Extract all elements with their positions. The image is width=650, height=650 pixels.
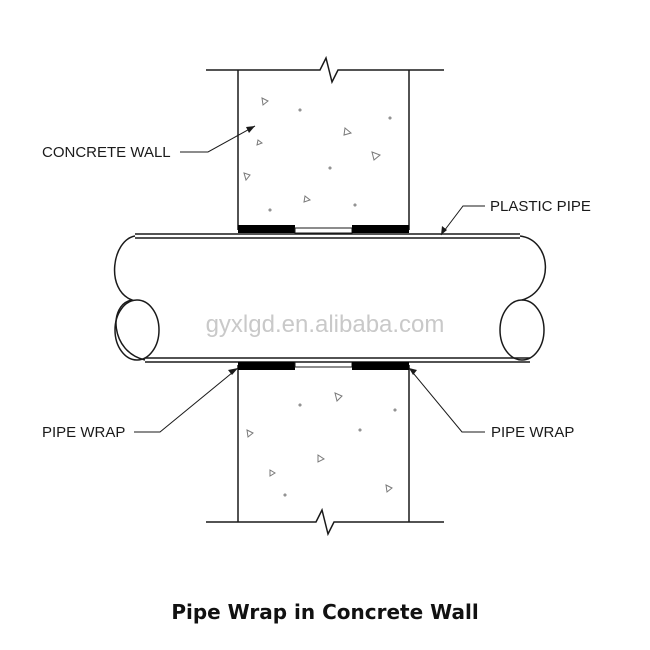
watermark-text: gyxlgd.en.alibaba.com [206,311,445,338]
pipe-wrap-right-label: PIPE WRAP [491,424,574,441]
plastic-pipe [113,233,547,363]
leader-arrowheads [228,126,447,375]
upper-concrete-wall [206,55,444,230]
concrete-wall-label: CONCRETE WALL [42,144,171,161]
pipe-wrap-bands [238,225,409,370]
leader-lines [134,125,485,433]
pipe-wrap-left-label: PIPE WRAP [42,424,125,441]
upper-concrete-speckle [243,97,392,212]
diagram-caption: Pipe Wrap in Concrete Wall [171,600,479,624]
plastic-pipe-label: PLASTIC PIPE [490,198,591,215]
lower-concrete-speckle [246,392,397,497]
lower-concrete-wall [206,365,444,537]
